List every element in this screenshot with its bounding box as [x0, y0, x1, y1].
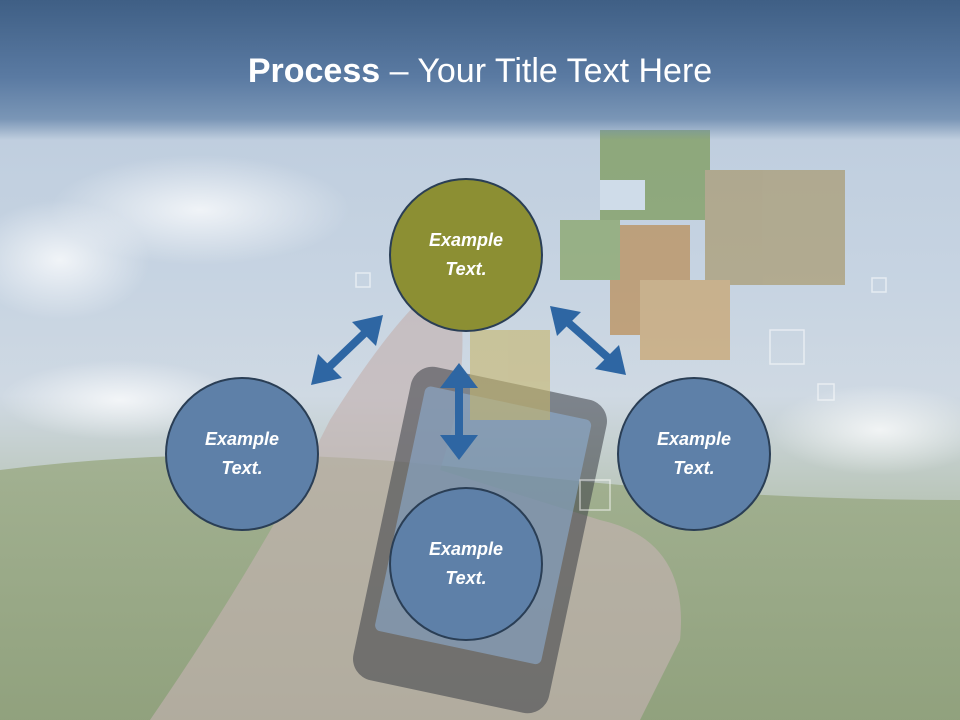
node-label-line1: Example	[428, 230, 504, 250]
node-label-line2: Text.	[445, 259, 487, 279]
node-label-line2: Text.	[673, 458, 715, 478]
double-arrow-top-left	[311, 315, 383, 385]
double-arrow-top-right	[550, 306, 626, 375]
node-label-line1: Example	[204, 429, 280, 449]
node-label-line1: Example	[656, 429, 732, 449]
double-arrow-vertical	[440, 363, 478, 460]
node-label-line2: Text.	[445, 568, 487, 588]
slide-title: Process – Your Title Text Here	[0, 52, 960, 91]
title-bold: Process	[247, 52, 381, 90]
title-rest: – Your Title Text Here	[380, 52, 713, 90]
node-label-line1: Example	[428, 539, 504, 559]
title-bar	[0, 0, 960, 140]
node-label-line2: Text.	[221, 458, 263, 478]
